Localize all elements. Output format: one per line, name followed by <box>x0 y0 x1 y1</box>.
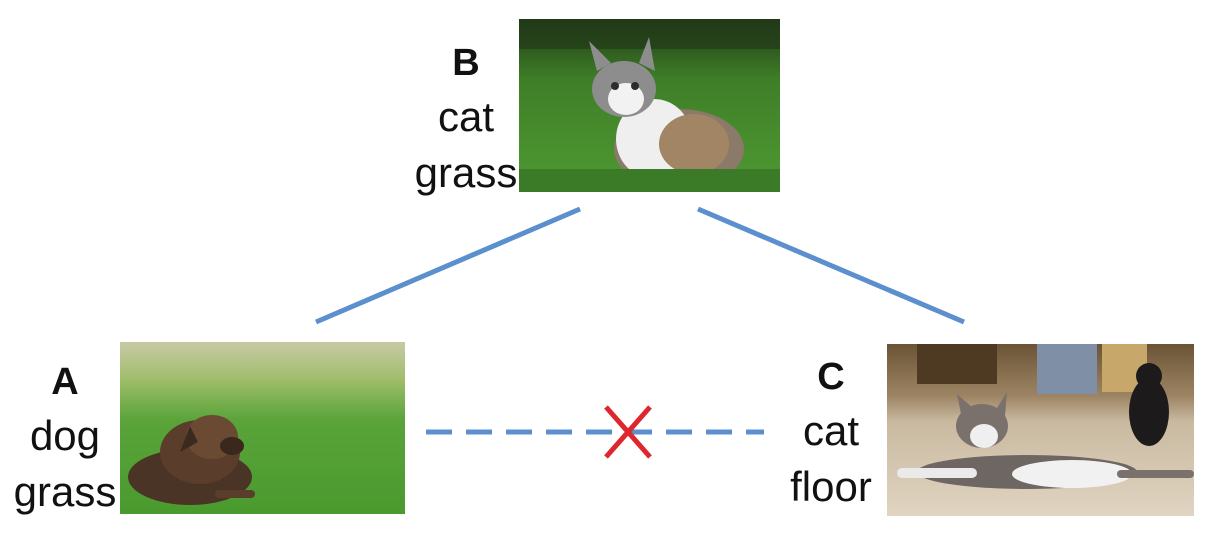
link-b-a <box>315 206 581 325</box>
dog-on-grass-photo <box>120 342 405 514</box>
cat-on-grass-photo <box>519 19 780 192</box>
node-c-label: C cat floor <box>775 358 887 522</box>
cat-on-floor-photo <box>887 344 1194 516</box>
node-word: grass <box>414 149 518 196</box>
node-letter: B <box>452 42 480 84</box>
node-word: cat <box>802 407 860 454</box>
node-word: floor <box>790 463 872 510</box>
link-b-c <box>697 206 965 325</box>
node-word: dog <box>29 412 101 459</box>
node-b-label: B cat grass <box>410 44 522 208</box>
node-a-label: A dog grass <box>8 363 122 527</box>
node-letter: C <box>817 356 845 398</box>
node-word: cat <box>437 93 495 140</box>
node-letter: A <box>51 361 79 403</box>
node-word: grass <box>13 468 117 515</box>
x-mark-icon <box>604 405 652 459</box>
